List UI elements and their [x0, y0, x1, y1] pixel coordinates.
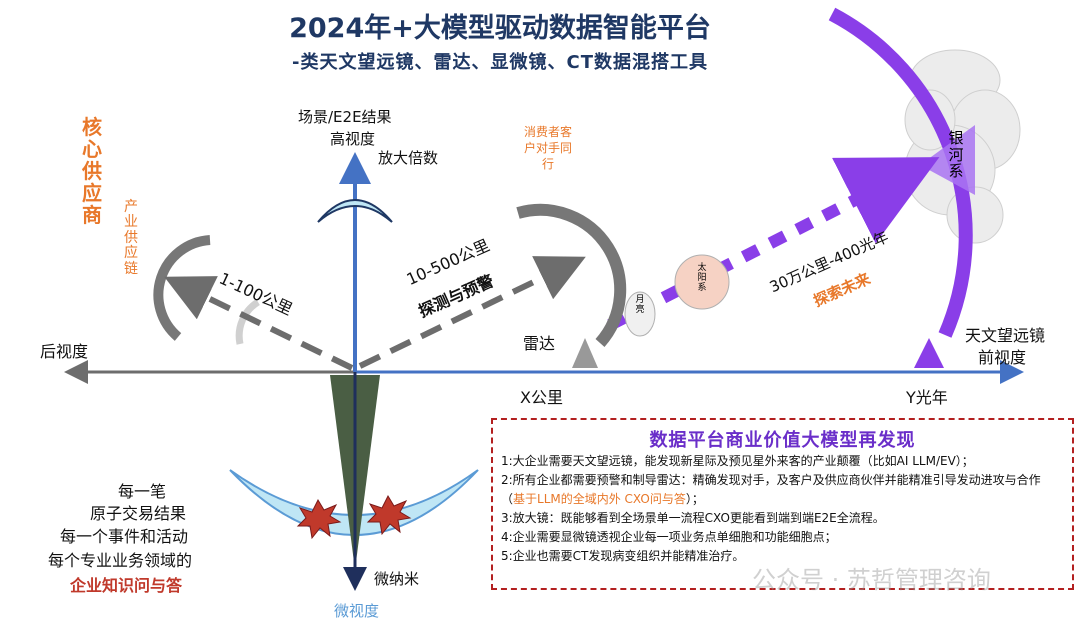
page-subtitle: -类天文望远镜、雷达、显微镜、CT数据混搭工具: [292, 52, 708, 73]
left-text-3: 每一个事件和活动: [60, 527, 189, 546]
value-line-1: 1:大企业需要天文望远镜，能发现新星际及预见星外来客的产业颠覆（比如AI LLM…: [501, 454, 974, 468]
magnifier-crescent: [317, 199, 393, 223]
scene-e2e-label: 场景/E2E结果: [298, 108, 392, 126]
value-line-2b: 基于LLM的全域内外 CXO问与答: [513, 492, 686, 506]
y-ly-label: Y光年: [906, 388, 948, 407]
left-text-2: 原子交易结果: [90, 504, 187, 523]
consumer-label-text: 消费者客户对手同行: [523, 125, 572, 172]
left-inner-arc: [235, 299, 260, 345]
high-view-label: 高视度: [330, 130, 376, 148]
telescope-triangle: [914, 338, 944, 368]
value-line-5: 5:企业也需要CT发现病变组织并能精准治疗。: [501, 549, 745, 563]
supply-chain-label: 产业供应链: [124, 199, 138, 277]
consumer-label: 消费者客户对手同行: [520, 124, 576, 173]
moon-circle: [624, 291, 656, 337]
moon-label: 月亮: [635, 295, 645, 315]
telescope-label: 天文望远镜: [965, 326, 1046, 345]
value-line-4: 4:企业需要显微镜透视企业每一项业务点单细胞和功能细胞点；: [501, 530, 837, 544]
left-text-1: 每一笔: [118, 482, 167, 501]
left-text-4: 每个专业业务领域的: [48, 551, 193, 570]
radar-label: 雷达: [523, 334, 556, 353]
value-box-title: 数据平台商业价值大模型再发现: [649, 430, 916, 451]
radar-triangle: [572, 338, 598, 368]
lesion-burst-left: [296, 498, 342, 540]
left-text-5: 企业知识问与答: [70, 576, 183, 595]
value-line-2a: 2:所有企业都需要预警和制导雷达：精确发现对手，及客户及供应商伙伴并能精准引导发…: [501, 473, 1041, 506]
value-box: 数据平台商业价值大模型再发现 1:大企业需要天文望远镜，能发现新星际及预见星外来…: [491, 418, 1074, 590]
core-supplier-label: 核心供应商: [82, 115, 102, 227]
value-line-2: 2:所有企业都需要预警和制导雷达：精确发现对手，及客户及供应商伙伴并能精准引导发…: [501, 471, 1064, 509]
micro-view-label: 微视度: [334, 602, 380, 620]
page-title: 2024年+大模型驱动数据智能平台: [289, 13, 711, 44]
front-view-label: 前视度: [978, 348, 1027, 367]
dashed-arrow-right: [358, 256, 586, 369]
back-view-label: 后视度: [40, 342, 89, 361]
left-radar-arc: [153, 235, 211, 341]
lesion-burst-right: [366, 494, 412, 536]
sun-circle: [674, 254, 730, 310]
nano-label: 微纳米: [374, 570, 420, 588]
value-box-lines: 1:大企业需要天文望远镜，能发现新星际及预见星外来客的产业颠覆（比如AI LLM…: [501, 452, 1064, 566]
value-line-2c: ）；: [685, 492, 704, 506]
right-radar-arc: [516, 203, 627, 347]
galaxy-label: 银河系: [948, 129, 964, 180]
value-line-3: 3:放大镜：既能够看到全场景单一流程CXO更能看到端到端E2E全流程。: [501, 511, 885, 525]
watermark: 公众号 · 苏哲管理咨询: [752, 566, 991, 594]
telescope-beam-wedge: [920, 125, 975, 195]
magnify-label: 放大倍数: [378, 149, 439, 167]
x-km-label: X公里: [520, 388, 563, 407]
sun-label: 太阳系: [697, 263, 707, 293]
